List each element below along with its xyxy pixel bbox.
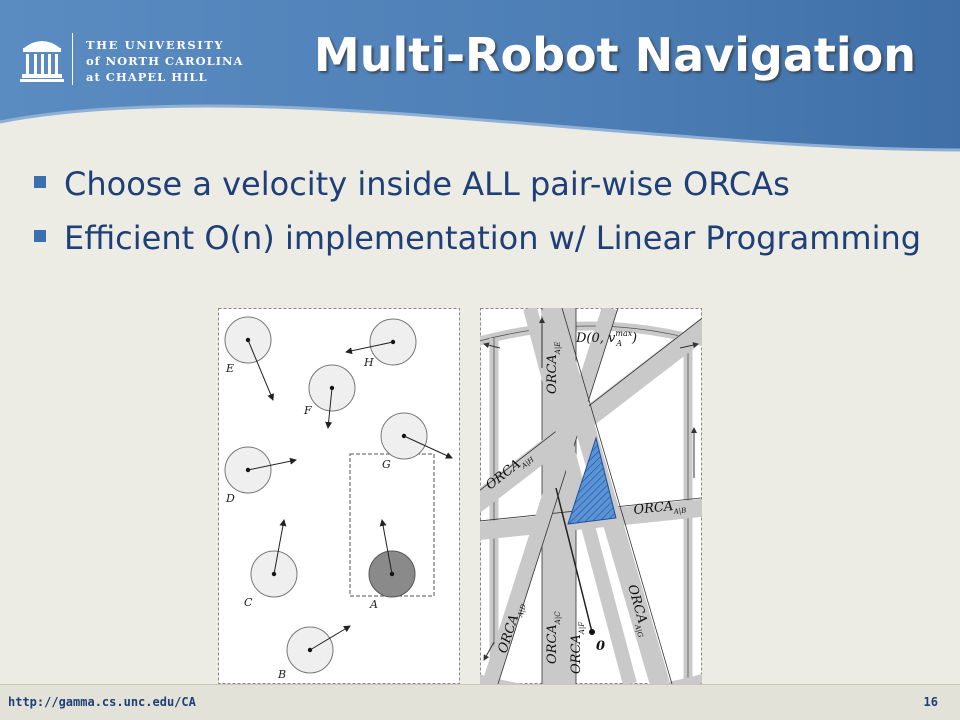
university-name-line3: at CHAPEL HILL: [86, 70, 208, 84]
robot-b: [286, 625, 351, 674]
robot-label-b: B: [277, 668, 286, 681]
page-number: 16: [923, 695, 938, 709]
disc-label-sup: max: [615, 329, 632, 338]
origin-label: 0: [596, 639, 605, 654]
robot-label-f: F: [303, 404, 312, 417]
robots-figure: E H F G D C A B: [218, 308, 460, 684]
feasible-region: [567, 436, 617, 525]
old-well-icon: [20, 41, 64, 82]
robot-g: [380, 412, 453, 460]
bullet-text: Choose a velocity inside ALL pair-wise O…: [64, 165, 790, 203]
robot-label-a: A: [369, 598, 378, 611]
disc-label-sub: A: [615, 339, 622, 348]
footer-bar: [0, 684, 960, 720]
robot-h: [345, 318, 417, 366]
robot-f: [308, 364, 356, 429]
bullet-text: Efficient O(n) implementation w/ Linear …: [64, 219, 922, 257]
robot-label-h: H: [363, 356, 374, 369]
robot-label-g: G: [382, 458, 391, 471]
orca-label-af: ORCAA|F: [569, 621, 586, 674]
disc-label-close: ): [631, 331, 637, 346]
robot-label-e: E: [225, 362, 234, 375]
robot-label-c: C: [244, 596, 253, 609]
disc-label-main: D(0, v: [575, 331, 616, 346]
orca-label-ae: ORCAA|E: [545, 342, 562, 394]
robot-c: [250, 519, 298, 598]
robot-label-d: D: [225, 492, 235, 505]
robot-d: [224, 446, 297, 494]
footer-url[interactable]: http://gamma.cs.unc.edu/CA: [8, 695, 196, 709]
robot-e: [224, 316, 274, 401]
orca-label-ac: ORCAA|C: [545, 611, 562, 664]
header-banner: [0, 0, 960, 152]
square-bullet-icon: [34, 176, 46, 188]
origin-point: [589, 629, 595, 635]
orca-label-ab: ORCAA|B: [633, 498, 687, 520]
logo-divider: [72, 33, 73, 85]
square-bullet-icon: [34, 230, 46, 242]
slide-title: Multi-Robot Navigation: [313, 28, 916, 82]
university-name-line1: THE UNIVERSITY: [86, 38, 225, 52]
robot-a: [368, 519, 416, 598]
university-name-line2: of NORTH CAROLINA: [86, 54, 244, 68]
